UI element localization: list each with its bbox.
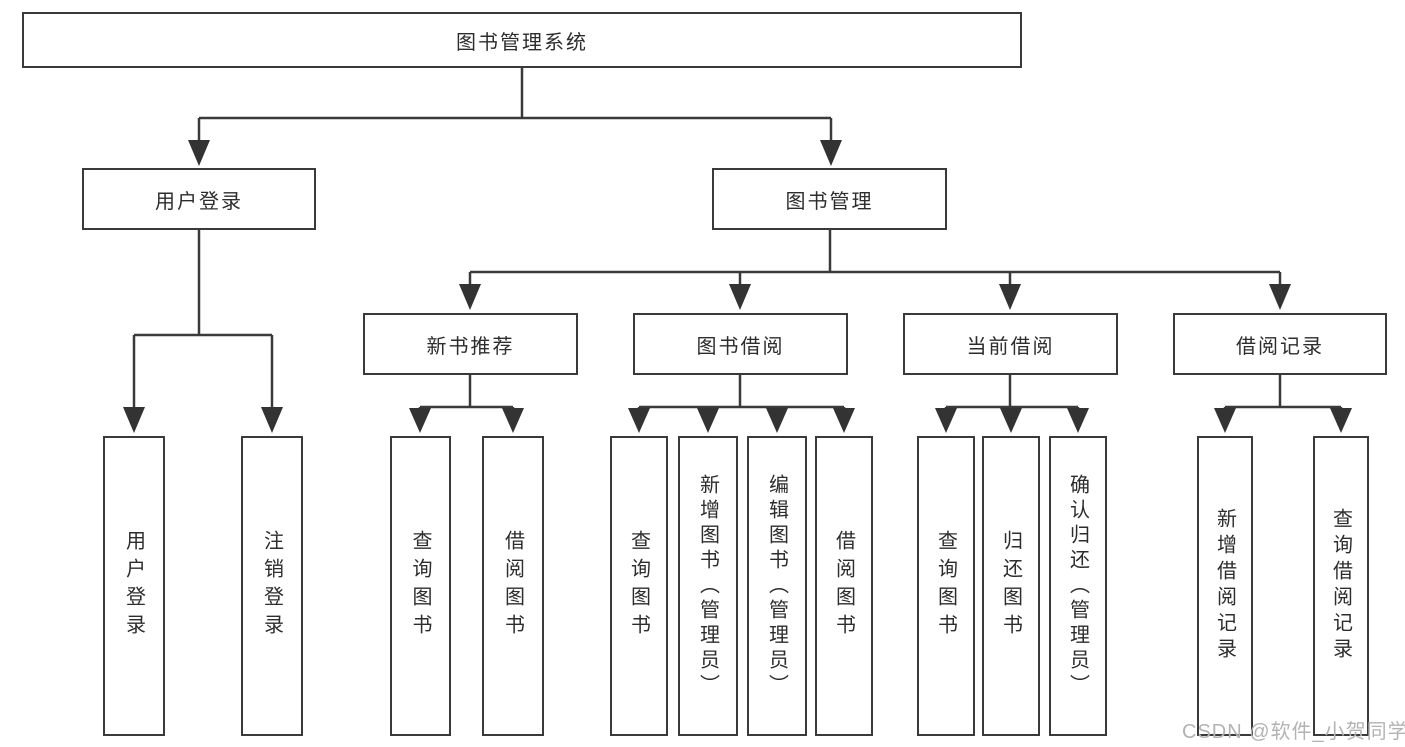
connector-current-borrow-to-leaves: [935, 375, 1089, 433]
leaf-confirm-return-admin: 确认归还（管理员）: [1049, 436, 1107, 736]
leaf-user-login: 用户登录: [103, 436, 165, 736]
connector-book-mgmt-to-groups: [459, 230, 1291, 310]
node-new-book-recommend: 新书推荐: [363, 313, 578, 375]
connector-new-book-to-leaves: [409, 375, 524, 433]
leaf-query-borrow-record: 查询借阅记录: [1313, 436, 1369, 736]
csdn-watermark: CSDN @软件_小贺同学: [1182, 721, 1405, 743]
leaf-query-books-borrow: 查询图书: [610, 436, 668, 736]
node-book-management: 图书管理: [712, 168, 947, 230]
node-current-borrow: 当前借阅: [903, 313, 1118, 375]
leaf-query-books-current: 查询图书: [917, 436, 975, 736]
leaf-borrow-books: 借阅图书: [815, 436, 873, 736]
leaf-logout: 注销登录: [241, 436, 303, 736]
node-book-borrow: 图书借阅: [633, 313, 848, 375]
connector-book-borrow-to-leaves: [628, 375, 855, 433]
leaf-add-books-admin: 新增图书（管理员）: [678, 436, 738, 736]
connector-root-to-level1: [188, 68, 842, 166]
node-root-library-management-system: 图书管理系统: [22, 12, 1022, 68]
leaf-return-books: 归还图书: [982, 436, 1040, 736]
leaf-query-books-recommend: 查询图书: [390, 436, 451, 736]
connector-borrow-records-to-leaves: [1214, 375, 1352, 433]
leaf-borrow-books-recommend: 借阅图书: [482, 436, 544, 736]
connector-user-login-to-leaves: [123, 230, 283, 433]
node-borrow-records: 借阅记录: [1173, 313, 1387, 375]
node-user-login: 用户登录: [82, 168, 316, 230]
leaf-add-borrow-record: 新增借阅记录: [1197, 436, 1253, 736]
leaf-edit-books-admin: 编辑图书（管理员）: [747, 436, 807, 736]
